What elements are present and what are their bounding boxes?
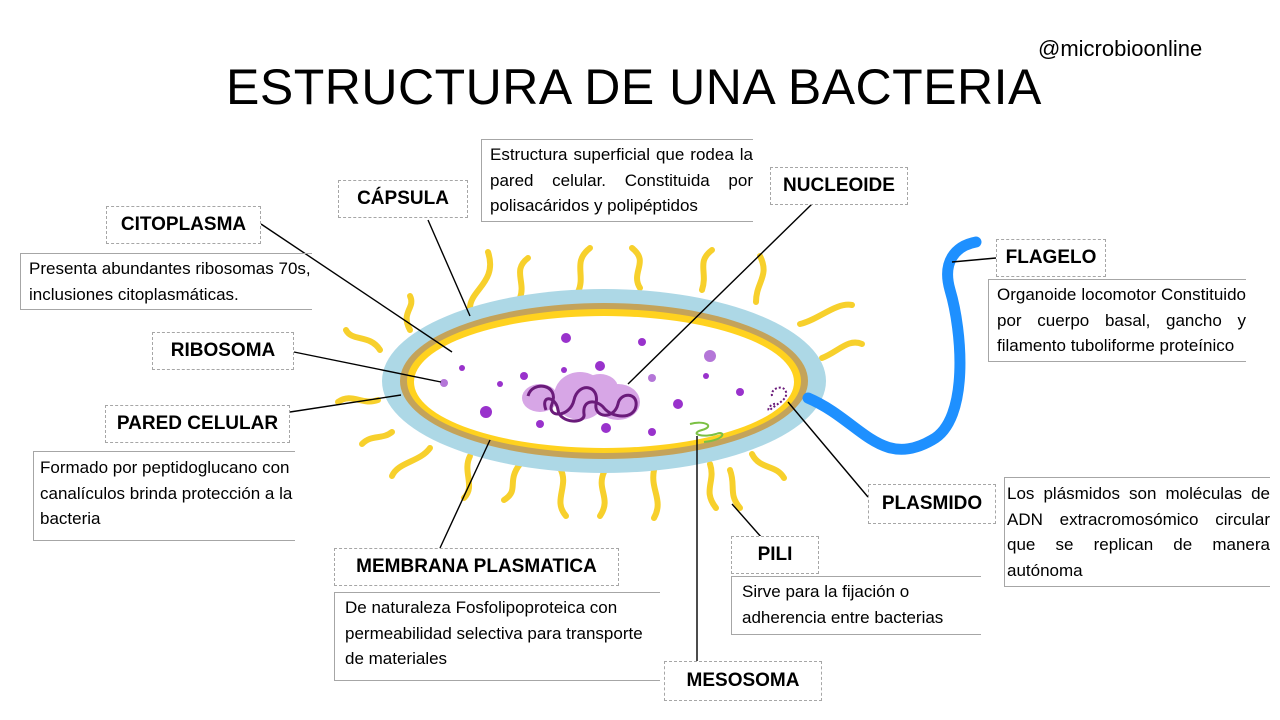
pilus (359, 429, 395, 447)
pilus (753, 253, 767, 305)
nucleoid (522, 372, 640, 423)
mesosome (689, 421, 724, 443)
description-citoplasma: Presenta abundantes ribosomas 70s, inclu… (20, 253, 312, 310)
page-title: ESTRUCTURA DE UNA BACTERIA (226, 59, 1042, 115)
leader-citoplasma (260, 223, 453, 353)
label-ribosoma: RIBOSOMA (152, 332, 294, 370)
leader-plasmido (787, 401, 869, 498)
label-flagelo: FLAGELO (996, 239, 1106, 277)
pili-group (335, 245, 865, 521)
label-plasmido: PLASMIDO (868, 484, 996, 524)
leader-lines (260, 203, 997, 662)
label-mesosoma: MESOSOMA (664, 661, 822, 701)
author-handle: @microbioonline (1038, 36, 1203, 61)
description-pared-celular: Formado por peptidoglucano con canalícul… (33, 451, 295, 541)
description-plasmido: Los plásmidos son moléculas de ADN extra… (1004, 477, 1270, 587)
leader-capsula (427, 219, 471, 317)
description-pili: Sirve para la fijación o adherencia entr… (731, 576, 981, 635)
pilus (501, 461, 523, 503)
leader-pared (289, 394, 402, 413)
pilus (727, 467, 743, 511)
label-nucleoide: NUCLEOIDE (770, 167, 908, 205)
flagellum (802, 236, 982, 455)
pilus (749, 451, 787, 481)
label-pared-celular: PARED CELULAR (105, 405, 290, 443)
ribosomes (440, 333, 744, 436)
pilus (819, 339, 865, 361)
pilus (706, 461, 719, 511)
description-capsula: Estructura superficial que rodea la pare… (481, 139, 753, 222)
pilus (557, 465, 569, 519)
leader-flagelo (951, 257, 997, 263)
pilus (650, 467, 661, 521)
description-membrana: De naturaleza Fosfolipoproteica con perm… (334, 592, 660, 681)
plasmid (767, 386, 788, 412)
pilus (335, 395, 381, 405)
pilus (403, 293, 415, 333)
leader-ribosoma (293, 351, 442, 383)
pilus (389, 445, 433, 479)
pilus (517, 255, 531, 301)
description-flagelo: Organoide locomotor Constituido por cuer… (988, 279, 1246, 362)
label-pili: PILI (731, 536, 819, 574)
label-capsula: CÁPSULA (338, 180, 468, 218)
pilus (597, 469, 608, 519)
label-membrana-plasmatica: MEMBRANA PLASMATICA (334, 548, 619, 586)
pilus (461, 453, 473, 501)
pilus (467, 249, 494, 311)
pilus (629, 245, 643, 291)
pilus (575, 245, 593, 295)
leader-membrana (439, 439, 491, 549)
pilus (699, 247, 715, 293)
label-citoplasma: CITOPLASMA (106, 206, 261, 244)
pilus (797, 301, 855, 327)
leader-pili (731, 503, 763, 539)
leader-nucleoide (627, 203, 813, 385)
pilus (343, 327, 383, 353)
